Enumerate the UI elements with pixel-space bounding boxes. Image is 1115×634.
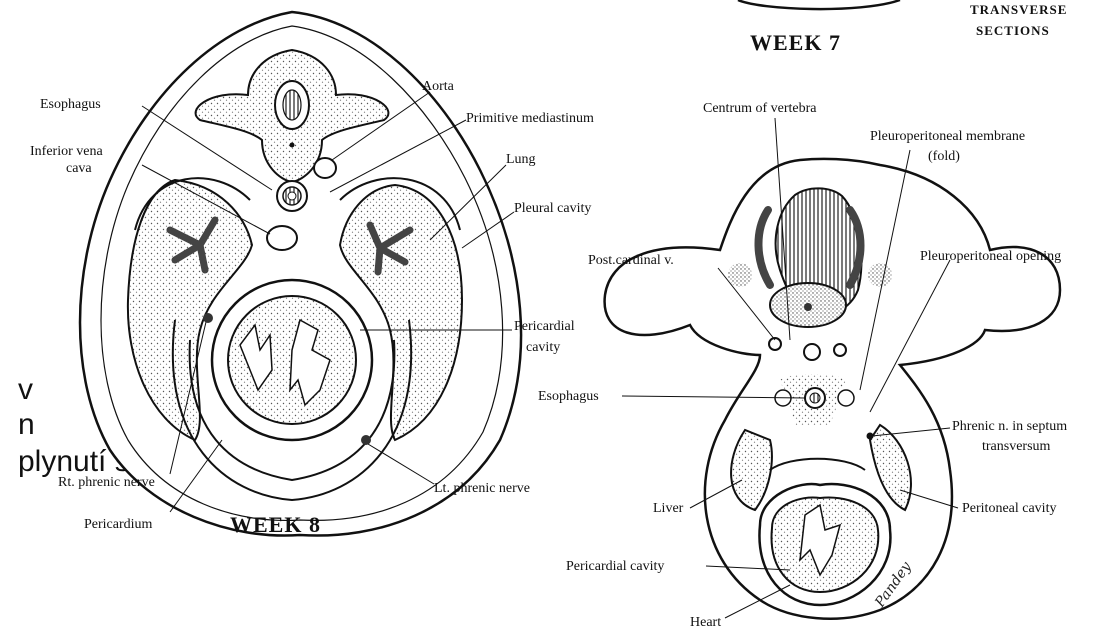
label-pericardial-cavity-right: Pericardial cavity [566,559,664,574]
week8-aorta [314,158,336,178]
week7-section: Centrum of vertebra Pleuroperitoneal mem… [538,101,1067,630]
label-esophagus-right: Esophagus [538,389,599,404]
label-pericardial-cavity-line2: cavity [526,340,560,355]
label-centrum-of-vertebra: Centrum of vertebra [703,101,817,116]
label-rt-phrenic-nerve: Rt. phrenic nerve [58,475,155,490]
label-pleural-cavity: Pleural cavity [514,201,591,216]
week8-ivc [267,226,297,250]
label-pericardial-cavity-line1: Pericardial [514,319,575,334]
label-ivc-line1: Inferior vena [30,144,103,159]
title-week8: WEEK 8 [230,512,321,537]
week7-header: WEEK 7 TRANSVERSE SECTIONS [738,0,1067,55]
label-post-cardinal-v: Post.cardinal v. [588,253,674,268]
label-lt-phrenic-nerve: Lt. phrenic nerve [434,481,530,496]
label-pp-membrane-line2: (fold) [928,149,960,164]
label-aorta: Aorta [422,79,455,94]
label-lung: Lung [506,152,536,167]
label-liver: Liver [653,501,684,516]
label-esophagus-w8: Esophagus [40,97,101,112]
week8-section: Esophagus Aorta Inferior vena cava Primi… [30,12,594,537]
label-pp-membrane-line1: Pleuroperitoneal membrane [870,129,1025,144]
label-pericardium: Pericardium [84,517,153,532]
label-phrenic-septum-line1: Phrenic n. in septum [952,419,1067,434]
label-transverse: TRANSVERSE [970,2,1067,17]
label-heart: Heart [690,615,721,630]
label-sections: SECTIONS [976,23,1050,38]
label-pp-opening: Pleuroperitoneal opening [920,249,1061,264]
label-ivc-line2: cava [66,161,92,176]
label-peritoneal-cavity: Peritoneal cavity [962,501,1056,516]
label-primitive-mediastinum: Primitive mediastinum [466,111,594,126]
title-week7: WEEK 7 [750,30,841,55]
label-phrenic-septum-line2: transversum [982,439,1051,454]
